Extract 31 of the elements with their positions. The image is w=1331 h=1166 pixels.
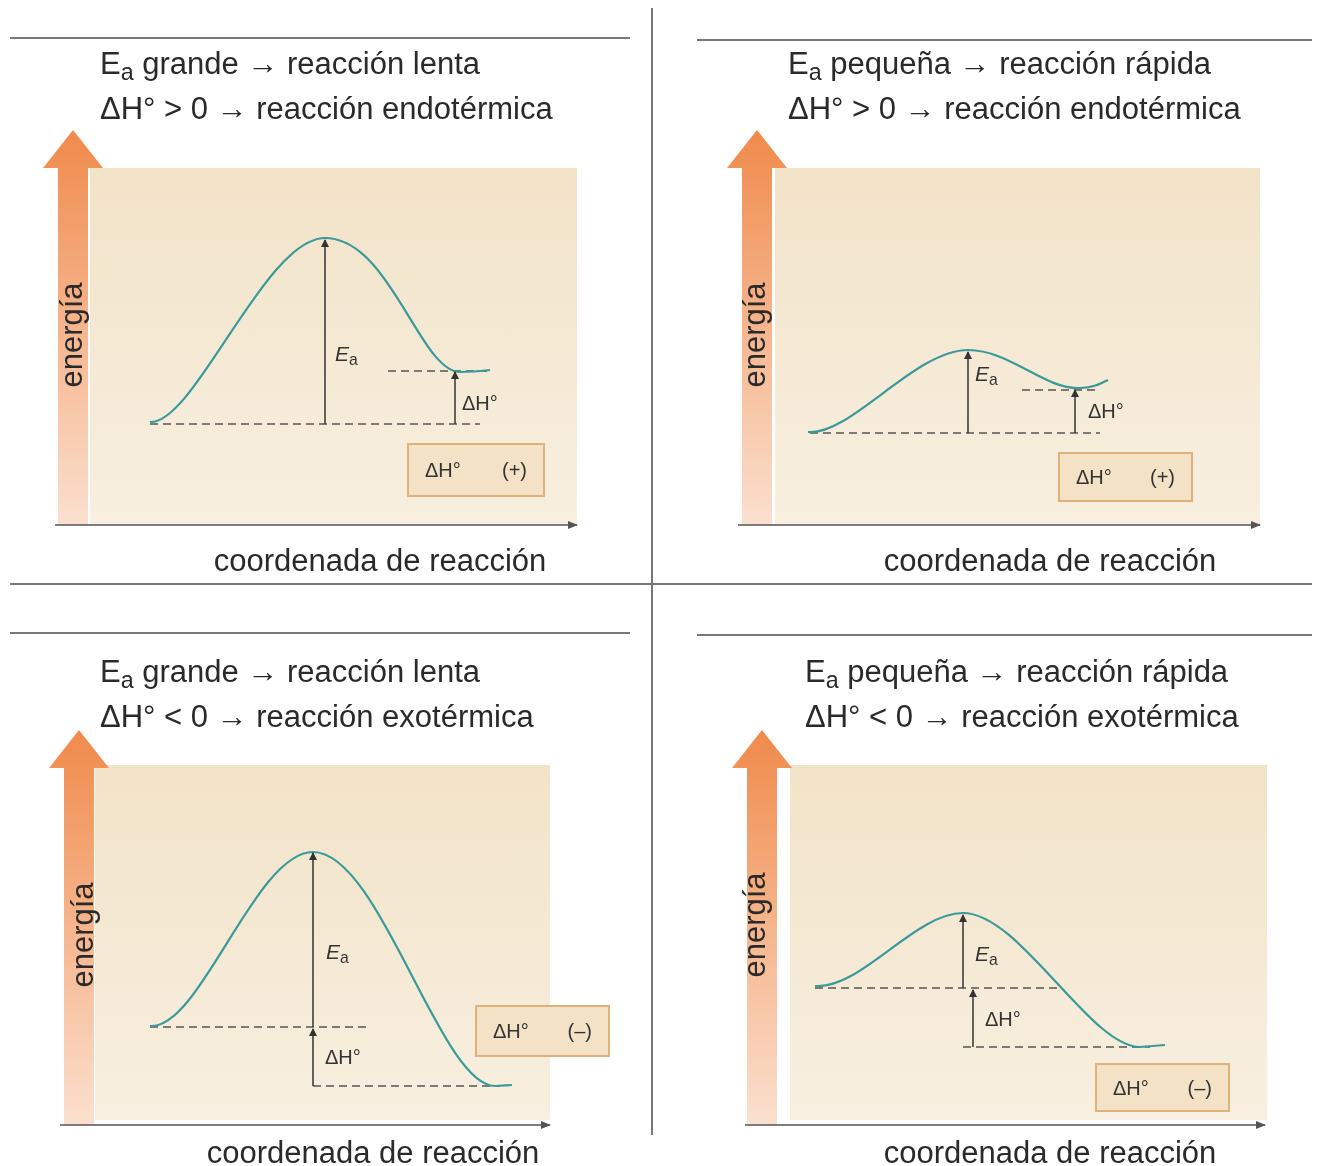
x-axis-label: coordenada de reacción xyxy=(206,1135,540,1166)
panel-title: E$_{a}$ grande → reacción lenta xyxy=(100,654,480,689)
activation-energy-label: E$_{a}$ xyxy=(975,362,998,385)
panel-title: ΔH° < 0 → reacción exotérmica xyxy=(805,699,1239,734)
enthalpy-label: ΔH° xyxy=(1088,400,1124,422)
y-axis-label: energía xyxy=(64,882,100,988)
enthalpy-label: ΔH° xyxy=(462,392,498,414)
panel-title: ΔH° < 0 → reacción exotérmica xyxy=(100,699,534,734)
panel-title: ΔH° > 0 → reacción endotérmica xyxy=(788,91,1241,126)
panel-title: E$_{a}$ pequeña → reacción rápida xyxy=(788,46,1212,81)
y-axis-label: energía xyxy=(53,282,89,388)
enthalpy-label: ΔH° xyxy=(325,1046,361,1068)
panel-title: ΔH° > 0 → reacción endotérmica xyxy=(100,91,553,126)
delta-h-sign-box: ΔH° (+) xyxy=(407,443,545,497)
enthalpy-label: ΔH° xyxy=(985,1008,1021,1030)
y-axis-label: energía xyxy=(736,282,772,388)
plot-area xyxy=(775,168,1260,525)
delta-h-sign-box: ΔH° (–) xyxy=(475,1005,610,1057)
panel-title: E$_{a}$ pequeña → reacción rápida xyxy=(805,654,1229,689)
delta-h-sign-box: ΔH° (+) xyxy=(1058,452,1193,502)
activation-energy-label: E$_{a}$ xyxy=(335,342,358,365)
y-axis-label: energía xyxy=(736,872,772,978)
activation-energy-label: E$_{a}$ xyxy=(975,942,998,965)
plot-area xyxy=(790,765,1267,1120)
x-axis-label: coordenada de reacción xyxy=(213,543,547,578)
x-axis-label: coordenada de reacción xyxy=(883,1135,1217,1166)
plot-area xyxy=(90,168,577,525)
panel-title: E$_{a}$ grande → reacción lenta xyxy=(100,46,480,81)
activation-energy-label: E$_{a}$ xyxy=(326,940,349,963)
delta-h-sign-box: ΔH° (–) xyxy=(1095,1063,1230,1112)
x-axis-label: coordenada de reacción xyxy=(883,543,1217,578)
